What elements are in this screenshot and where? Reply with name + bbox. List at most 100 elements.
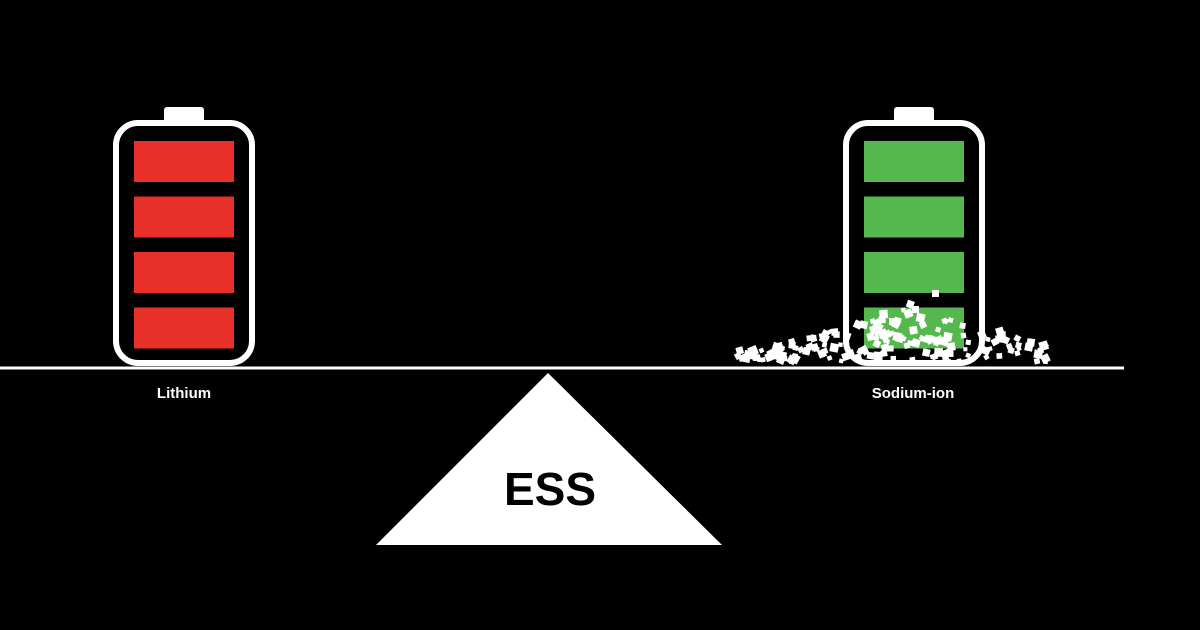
debris-particle xyxy=(875,316,884,326)
sodium-ion-charge-bar xyxy=(864,196,964,238)
debris-particle xyxy=(764,351,775,363)
debris-particle xyxy=(786,354,798,366)
sodium-ion-battery xyxy=(843,107,985,366)
debris-particle xyxy=(985,336,991,343)
debris-particle xyxy=(959,322,966,330)
debris-particle xyxy=(934,348,943,357)
lithium-battery xyxy=(113,107,255,366)
debris-particle xyxy=(757,357,762,363)
debris-particle xyxy=(872,339,882,349)
debris-particle xyxy=(829,342,840,353)
debris-particle xyxy=(869,318,876,325)
lithium-charge-bar xyxy=(134,252,234,293)
debris-particle xyxy=(889,318,896,325)
lithium-battery-outline xyxy=(113,120,255,366)
debris-particle xyxy=(1005,342,1013,351)
debris-particle xyxy=(805,342,815,352)
debris-particle xyxy=(1014,350,1021,357)
lithium-charge-bar xyxy=(134,141,234,182)
debris-particle xyxy=(842,331,852,341)
debris-particle xyxy=(758,347,765,354)
lithium-charge-bars xyxy=(134,141,234,349)
debris-particle xyxy=(771,341,782,352)
debris-particle xyxy=(981,346,992,356)
debris-particle xyxy=(977,329,987,340)
debris-particle xyxy=(841,351,851,362)
debris-particle xyxy=(933,334,945,346)
debris-particle xyxy=(854,353,863,362)
debris-particle xyxy=(806,335,813,342)
lithium-charge-bar xyxy=(134,196,234,238)
debris-particle xyxy=(747,344,760,357)
debris-particle xyxy=(1041,341,1050,349)
debris-particle xyxy=(900,307,907,313)
debris-particle xyxy=(833,331,840,338)
debris-particle xyxy=(990,337,1000,347)
fulcrum-triangle xyxy=(376,373,722,545)
debris-particle xyxy=(882,329,893,340)
debris-particle xyxy=(859,344,869,355)
debris-particle xyxy=(1013,334,1022,343)
debris-particle xyxy=(999,331,1006,338)
debris-particle xyxy=(879,309,889,319)
debris-particle xyxy=(873,351,883,361)
debris-particle xyxy=(742,353,751,362)
debris-particle xyxy=(894,333,905,344)
debris-particle xyxy=(947,317,954,324)
lithium-label: Lithium xyxy=(157,385,211,402)
debris-particle xyxy=(866,332,876,342)
debris-particle xyxy=(996,352,1003,360)
debris-particle xyxy=(929,354,936,360)
debris-particle xyxy=(771,352,780,361)
debris-particle xyxy=(874,334,880,340)
debris-particle xyxy=(941,317,948,325)
debris-particle xyxy=(909,325,918,335)
sodium-ion-charge-bar xyxy=(864,141,964,182)
debris-particle xyxy=(847,348,855,356)
debris-particle xyxy=(778,350,788,360)
sodium-ion-label: Sodium-ion xyxy=(872,385,955,402)
debris-particle xyxy=(903,342,911,350)
debris-particle xyxy=(868,324,880,335)
debris-particle xyxy=(963,347,968,352)
debris-particle xyxy=(956,358,962,364)
debris-particle xyxy=(735,346,745,355)
salt-debris-pile xyxy=(733,290,1051,366)
debris-particle xyxy=(796,345,805,354)
debris-particle xyxy=(909,356,916,364)
debris-particle xyxy=(838,358,844,364)
sodium-ion-charge-bar xyxy=(864,252,964,293)
debris-particle xyxy=(911,338,921,348)
debris-particle xyxy=(812,346,819,353)
fulcrum-label: ESS xyxy=(504,463,596,515)
debris-particle xyxy=(960,332,967,339)
debris-particle xyxy=(1024,342,1034,352)
debris-particle xyxy=(932,290,939,297)
debris-particle xyxy=(915,312,926,323)
debris-particle xyxy=(859,320,869,330)
debris-particle xyxy=(912,306,919,313)
debris-particle xyxy=(738,356,745,362)
lithium-charge-bar xyxy=(134,307,234,349)
debris-particle xyxy=(918,334,925,341)
debris-particle xyxy=(946,342,956,352)
debris-particle xyxy=(820,329,831,339)
debris-particle xyxy=(788,341,796,349)
debris-particle xyxy=(1039,353,1051,364)
debris-particle xyxy=(934,326,942,333)
debris-particle xyxy=(838,342,843,348)
debris-particle xyxy=(880,343,891,353)
debris-particle xyxy=(866,351,875,360)
debris-particle xyxy=(821,347,829,355)
debris-particle xyxy=(965,339,972,346)
debris-particle xyxy=(927,334,937,343)
debris-particle xyxy=(1033,357,1041,365)
debris-particle xyxy=(890,355,897,362)
debris-particle xyxy=(965,352,972,359)
debris-particle xyxy=(826,355,833,361)
debris-particle xyxy=(918,320,928,330)
debris-particle xyxy=(940,358,946,365)
debris-particle xyxy=(1014,341,1022,349)
debris-particle xyxy=(821,342,828,348)
